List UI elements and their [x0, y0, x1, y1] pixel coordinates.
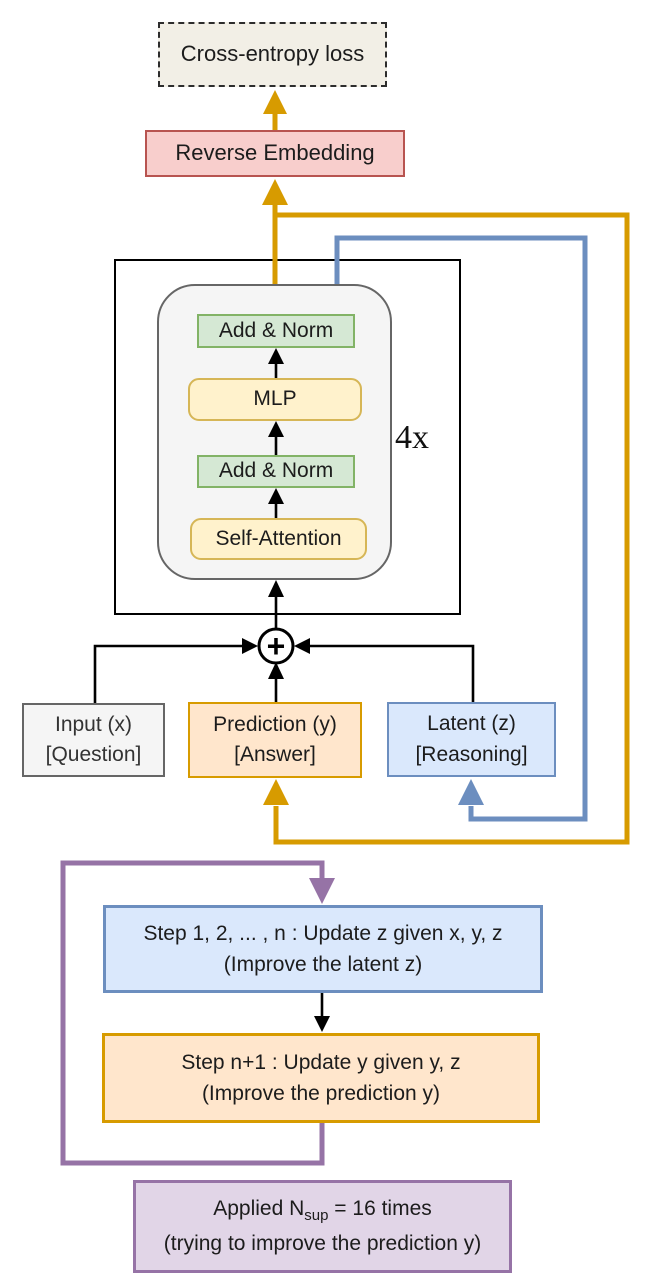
reverse-embedding-box: Reverse Embedding [145, 130, 405, 177]
input-x-box: Input (x) [Question] [22, 703, 165, 777]
repeat-4x-label: 4x [395, 419, 429, 456]
latent-z-line1: Latent (z) [427, 712, 516, 736]
add-norm-top-box: Add & Norm [197, 314, 355, 348]
self-attention-box: Self-Attention [190, 518, 367, 560]
mlp-label: MLP [253, 387, 297, 411]
applied-nsup-prefix: Applied N [213, 1197, 305, 1221]
applied-nsup-line2: (trying to improve the prediction y) [163, 1232, 482, 1256]
step-update-z-box: Step 1, 2, ... , n : Update z given x, y… [103, 905, 543, 993]
applied-nsup-suffix: = 16 times [328, 1197, 432, 1221]
latent-z-line2: [Reasoning] [415, 742, 528, 766]
purple-loop-to-step-z-head [309, 878, 335, 904]
blue-loopback-to-latent-head [458, 779, 484, 805]
input-x-line2: [Question] [45, 743, 142, 766]
applied-nsup-subscript: sup [304, 1207, 329, 1225]
sum-circle [257, 627, 295, 665]
applied-nsup-line1: Applied Nsup = 16 times [213, 1193, 432, 1228]
step-update-z-line1: Step 1, 2, ... , n : Update z given x, y… [143, 921, 503, 945]
prediction-y-line2: [Answer] [234, 743, 316, 766]
wire-input-to-sum-line [93, 644, 242, 703]
sum-node: + [257, 627, 295, 665]
self-attention-label: Self-Attention [215, 526, 342, 550]
step-update-y-line1: Step n+1 : Update y given y, z [181, 1050, 461, 1074]
wire-prediction-to-sum-head [268, 662, 284, 679]
wire-latent-to-sum-line [310, 644, 475, 702]
wire-input-to-sum-head [242, 638, 258, 654]
reverse-embedding-label: Reverse Embedding [175, 140, 375, 166]
gold-arrow-to-reverse-embedding-head [262, 179, 288, 205]
step-update-y-line2: (Improve the prediction y) [201, 1082, 441, 1105]
gold-loopback-to-prediction-head [263, 779, 289, 805]
wire-latent-to-sum-head [294, 638, 310, 654]
latent-z-box: Latent (z) [Reasoning] [387, 702, 556, 777]
step-update-z-line2: (Improve the latent z) [223, 953, 423, 976]
applied-nsup-box: Applied Nsup = 16 times (trying to impro… [133, 1180, 512, 1273]
prediction-y-line1: Prediction (y) [213, 712, 337, 736]
mlp-box: MLP [188, 378, 362, 421]
add-norm-bottom-label: Add & Norm [218, 459, 334, 483]
cross-entropy-loss-label: Cross-entropy loss [180, 41, 365, 67]
gold-arrow-to-loss-head [263, 90, 287, 114]
prediction-y-box: Prediction (y) [Answer] [188, 702, 362, 778]
add-norm-top-label: Add & Norm [218, 318, 334, 342]
cross-entropy-loss-box: Cross-entropy loss [158, 22, 387, 87]
input-x-line1: Input (x) [54, 712, 133, 736]
arrow-stepz-to-stepy-head [314, 1016, 330, 1032]
plus-symbol: + [267, 628, 286, 664]
step-update-y-box: Step n+1 : Update y given y, z (Improve … [102, 1033, 540, 1123]
add-norm-bottom-box: Add & Norm [197, 455, 355, 488]
